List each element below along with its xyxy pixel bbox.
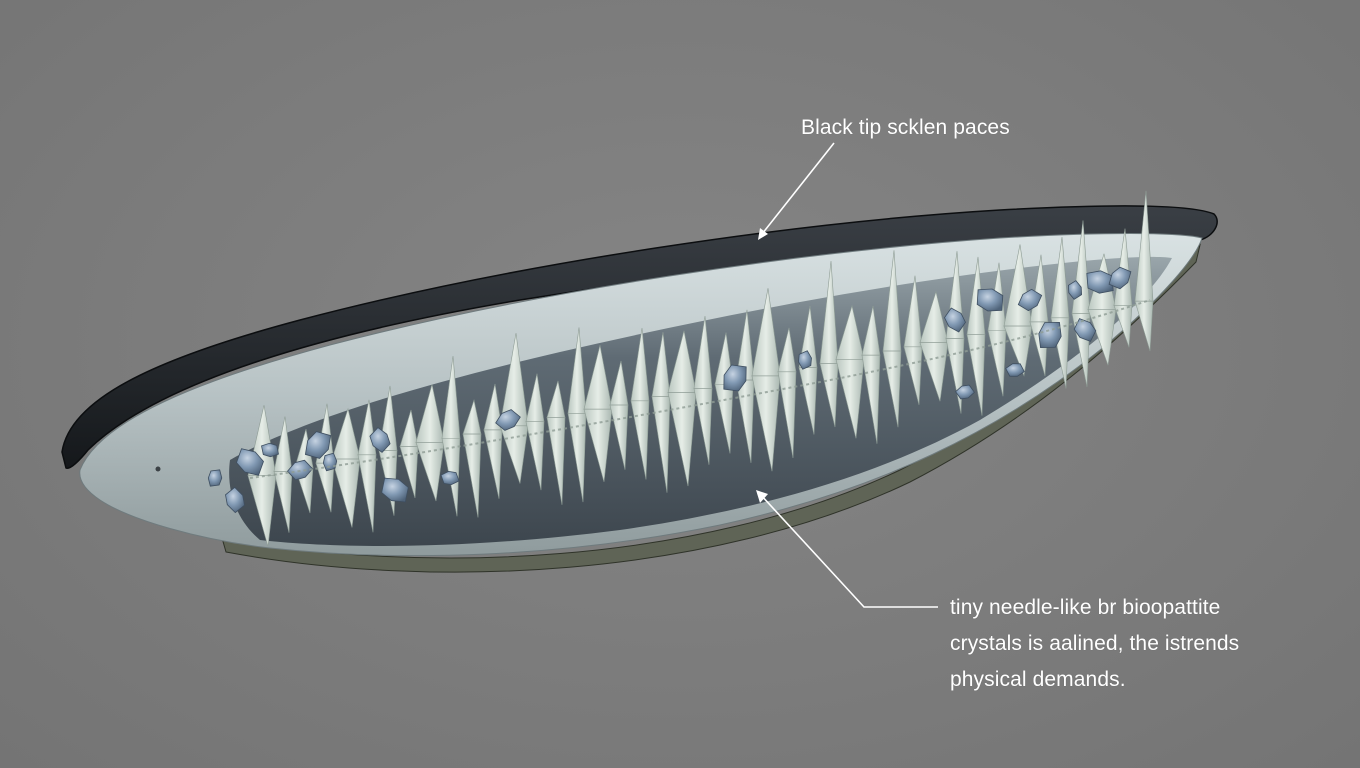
crystal — [1086, 270, 1114, 294]
crystal — [955, 384, 975, 400]
spine-down — [331, 458, 361, 528]
spine-down — [693, 388, 713, 465]
crystal — [798, 350, 812, 370]
lower-rim — [221, 243, 1201, 573]
crystal — [369, 427, 391, 453]
spine-down — [630, 400, 650, 480]
crystal — [1067, 280, 1083, 300]
crystal — [440, 470, 460, 486]
crystals-group — [207, 266, 1132, 514]
crystal — [495, 409, 521, 431]
crystal — [1017, 288, 1043, 312]
spine-down — [1003, 325, 1033, 377]
spine-down — [777, 371, 797, 459]
spine-down — [882, 350, 902, 428]
spine-down — [583, 408, 613, 482]
spine-down — [1113, 305, 1133, 348]
spine-down — [819, 363, 839, 428]
spine-down — [546, 417, 566, 505]
spine-down — [667, 392, 697, 487]
spine-down — [525, 421, 545, 491]
spine-down — [483, 429, 503, 499]
crystal — [207, 469, 223, 487]
leader-line-top — [761, 142, 835, 235]
annotation-bottom: tiny needle-like br bioopattite crystals… — [950, 590, 1239, 698]
annotation-bottom-line-1: tiny needle-like br bioopattite — [950, 596, 1221, 619]
arrowhead-icon — [756, 490, 768, 503]
crystal — [286, 459, 314, 481]
crystal — [225, 486, 245, 514]
spine-down — [415, 442, 445, 502]
spine-down — [567, 413, 587, 503]
spine-down — [835, 359, 865, 439]
spine-down — [987, 329, 1007, 397]
spine-down — [919, 342, 949, 402]
central-seam — [249, 299, 1151, 479]
spine-down — [651, 396, 671, 493]
leader-line-bottom — [759, 493, 938, 608]
spine-down — [1134, 300, 1154, 352]
crystal — [1073, 318, 1097, 342]
spine-down — [357, 454, 377, 533]
crystal — [261, 442, 279, 458]
crystal — [944, 307, 966, 333]
spine-down — [462, 433, 482, 518]
annotation-top: Black tip scklen paces — [801, 116, 1010, 139]
crystal — [976, 288, 1004, 312]
spine-down — [751, 375, 781, 472]
arrowhead-icon — [758, 228, 768, 240]
annotation-bottom-line-2: crystals is aalined, the istrends — [950, 632, 1240, 655]
tip-pore — [155, 466, 161, 472]
crystal — [236, 448, 264, 476]
spine-down — [903, 346, 923, 405]
spine-down — [609, 404, 629, 470]
crystal — [1038, 321, 1062, 349]
crystal — [381, 477, 409, 503]
annotation-bottom-line-3: physical demands. — [950, 668, 1126, 691]
spine-down — [1087, 309, 1117, 366]
crystal — [1108, 266, 1132, 290]
spine-down — [273, 471, 293, 533]
outer-sheath — [61, 205, 1218, 469]
crystal — [723, 364, 747, 392]
spine-down — [861, 354, 881, 444]
spine-down — [399, 446, 419, 499]
crystal — [322, 452, 338, 472]
spine-down — [966, 334, 986, 416]
crystal — [304, 431, 332, 459]
crystal — [1005, 363, 1025, 377]
